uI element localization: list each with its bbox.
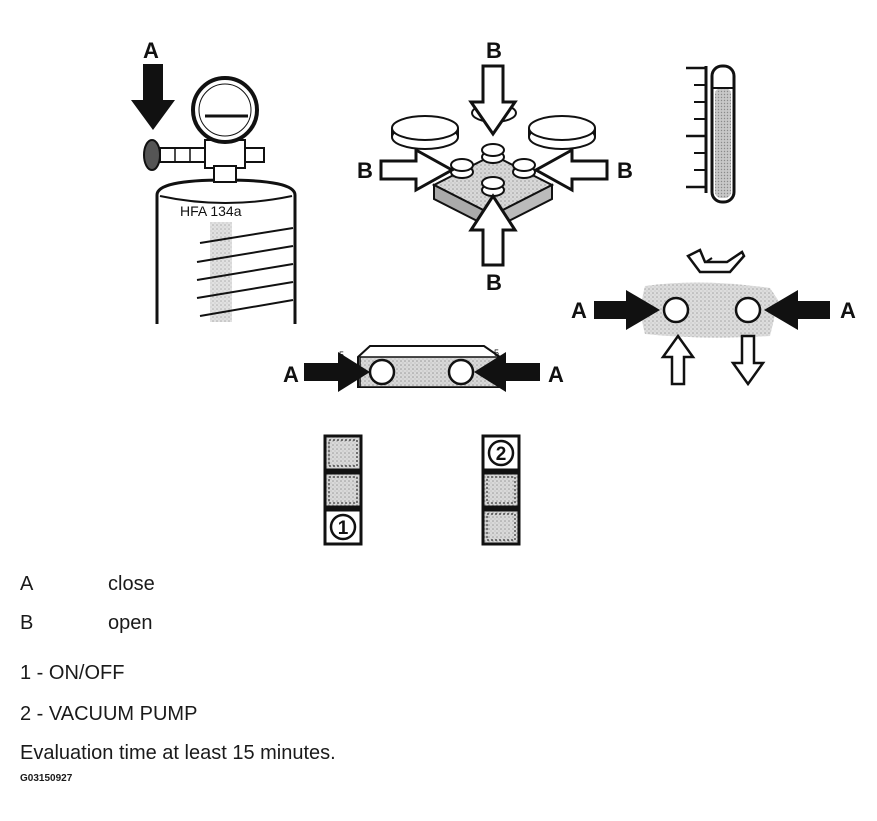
legend-key-b: B: [20, 612, 34, 634]
arrow-b-bottom: B: [468, 193, 518, 295]
switch-column-1: 1: [323, 434, 363, 546]
manifold-knob-right: [528, 115, 596, 150]
arrow-b-top: B: [468, 38, 518, 137]
arrow-label-a-service-right: A: [548, 362, 564, 387]
refrigerant-procedure-diagram: HFA 134a A: [131, 38, 856, 546]
manifold-knob-left: [391, 115, 459, 150]
arrow-b-right: B: [532, 147, 633, 193]
valve-knob: [143, 139, 161, 171]
refrigerant-cylinder: HFA 134a: [155, 178, 297, 324]
arrow-label-a: A: [143, 38, 159, 63]
step-2-text: 2 - VACUUM PUMP: [20, 703, 198, 725]
arrow-a-service-right: A: [474, 352, 564, 392]
oil-port-right: [734, 296, 762, 324]
cylinder-label: HFA 134a: [180, 203, 242, 219]
arrow-label-b-bottom: B: [486, 270, 502, 295]
switch-column-2: 2: [481, 434, 521, 546]
svg-text:5: 5: [494, 348, 499, 358]
oil-block: [641, 282, 778, 338]
arrow-a-cylinder-valve: A: [131, 38, 175, 130]
gauge-valve-assembly: [143, 76, 265, 183]
manifold-port-left: [450, 158, 474, 179]
arrow-a-oil-left: A: [571, 290, 660, 330]
arrow-label-a-service-left: A: [283, 362, 299, 387]
manifold-port-top: [481, 143, 505, 164]
pressure-gauge: [191, 76, 259, 144]
legend-value-b: open: [108, 612, 153, 634]
switch-number-1: 1: [338, 518, 349, 539]
step-1-text: 1 - ON/OFF: [20, 662, 125, 684]
arrow-label-a-oil-right: A: [840, 298, 856, 323]
legend-key-a: A: [20, 573, 34, 595]
service-port-right: [447, 358, 475, 386]
switch-number-2: 2: [496, 444, 507, 465]
arrow-a-oil-right: A: [764, 290, 856, 330]
arrow-label-a-oil-left: A: [571, 298, 587, 323]
manifold-block: [391, 103, 596, 231]
service-port-left: [368, 358, 396, 386]
oil-can-icon: [686, 248, 746, 274]
arrow-label-b-right: B: [617, 158, 633, 183]
arrow-oil-in-up: [660, 333, 696, 386]
arrow-label-b-top: B: [486, 38, 502, 63]
arrow-b-left: B: [357, 147, 456, 193]
arrow-oil-out-down: [730, 334, 766, 387]
legend-value-a: close: [108, 573, 155, 595]
manifold-port-bottom: [481, 176, 505, 197]
manifold-port-right: [512, 158, 536, 179]
service-valve-block: 5 5: [339, 345, 501, 388]
evaluation-note: Evaluation time at least 15 minutes.: [20, 742, 336, 764]
arrow-a-service-left: A: [283, 352, 370, 392]
oil-port-left: [662, 296, 690, 324]
arrow-label-b-left: B: [357, 158, 373, 183]
figure-code: G03150927: [20, 773, 73, 784]
sight-glass-scale: [686, 64, 736, 204]
